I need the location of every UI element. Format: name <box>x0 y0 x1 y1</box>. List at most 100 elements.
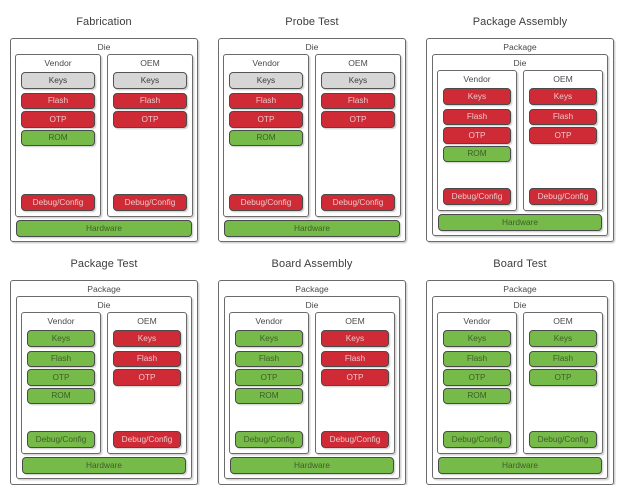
column-label: Vendor <box>255 316 283 326</box>
block-otp: OTP <box>229 111 303 128</box>
flex-spacer <box>27 404 95 431</box>
block-keys: Keys <box>21 72 95 89</box>
column-label: Vendor <box>463 316 491 326</box>
hardware-wrap: Hardware <box>437 213 603 231</box>
column-label: OEM <box>137 316 157 326</box>
block-otp: OTP <box>113 369 181 386</box>
block-keys: Keys <box>321 72 395 89</box>
block-hardware: Hardware <box>230 456 394 474</box>
block-keys: Keys <box>443 88 511 105</box>
block-otp: OTP <box>21 111 95 128</box>
die-label: Die <box>305 300 319 310</box>
block-flash: Flash <box>21 92 95 109</box>
block-flash: Flash <box>529 108 597 125</box>
flex-spacer <box>229 146 303 194</box>
block-debug-config: Debug/Config <box>235 431 303 448</box>
flex-spacer <box>443 404 511 431</box>
block-debug-config: Debug/Config <box>21 194 95 211</box>
block-keys: Keys <box>27 330 95 347</box>
block-debug-config: Debug/Config <box>529 188 597 205</box>
block-otp: OTP <box>321 369 389 386</box>
panel-title: Package Assembly <box>472 16 568 28</box>
block-flash: Flash <box>321 350 389 367</box>
block-flash: Flash <box>113 350 181 367</box>
block-otp: OTP <box>443 369 511 386</box>
block-otp: OTP <box>27 369 95 386</box>
flex-spacer <box>235 404 303 431</box>
flex-spacer <box>529 144 597 189</box>
block-debug-config: Debug/Config <box>321 194 395 211</box>
hardware-wrap: Hardware <box>15 219 193 237</box>
block-debug-config: Debug/Config <box>113 431 181 448</box>
block-otp: OTP <box>235 369 303 386</box>
block-keys: Keys <box>529 88 597 105</box>
block-otp: OTP <box>529 369 597 386</box>
block-otp: OTP <box>113 111 187 128</box>
package-label: Package <box>87 284 121 294</box>
column-label: OEM <box>140 58 160 68</box>
panel-title: Board Assembly <box>271 258 353 270</box>
column-label: Vendor <box>47 316 75 326</box>
block-debug-config: Debug/Config <box>229 194 303 211</box>
block-debug-config: Debug/Config <box>321 431 389 448</box>
block-hardware: Hardware <box>224 219 400 237</box>
block-flash: Flash <box>235 350 303 367</box>
panel-title: Board Test <box>493 258 547 270</box>
column-label: OEM <box>553 316 573 326</box>
die-label: Die <box>513 58 527 68</box>
block-flash: Flash <box>113 92 187 109</box>
block-keys: Keys <box>235 330 303 347</box>
block-rom: ROM <box>21 129 95 146</box>
flex-spacer <box>321 128 395 195</box>
block-keys: Keys <box>321 330 389 347</box>
block-flash: Flash <box>321 92 395 109</box>
block-hardware: Hardware <box>438 456 602 474</box>
block-debug-config: Debug/Config <box>443 431 511 448</box>
block-otp: OTP <box>529 127 597 144</box>
die-label: Die <box>97 42 111 52</box>
flex-spacer <box>21 146 95 194</box>
block-debug-config: Debug/Config <box>529 431 597 448</box>
block-rom: ROM <box>27 387 95 404</box>
block-debug-config: Debug/Config <box>443 188 511 205</box>
flex-spacer <box>443 162 511 188</box>
block-rom: ROM <box>229 129 303 146</box>
column-label: Vendor <box>463 74 491 84</box>
